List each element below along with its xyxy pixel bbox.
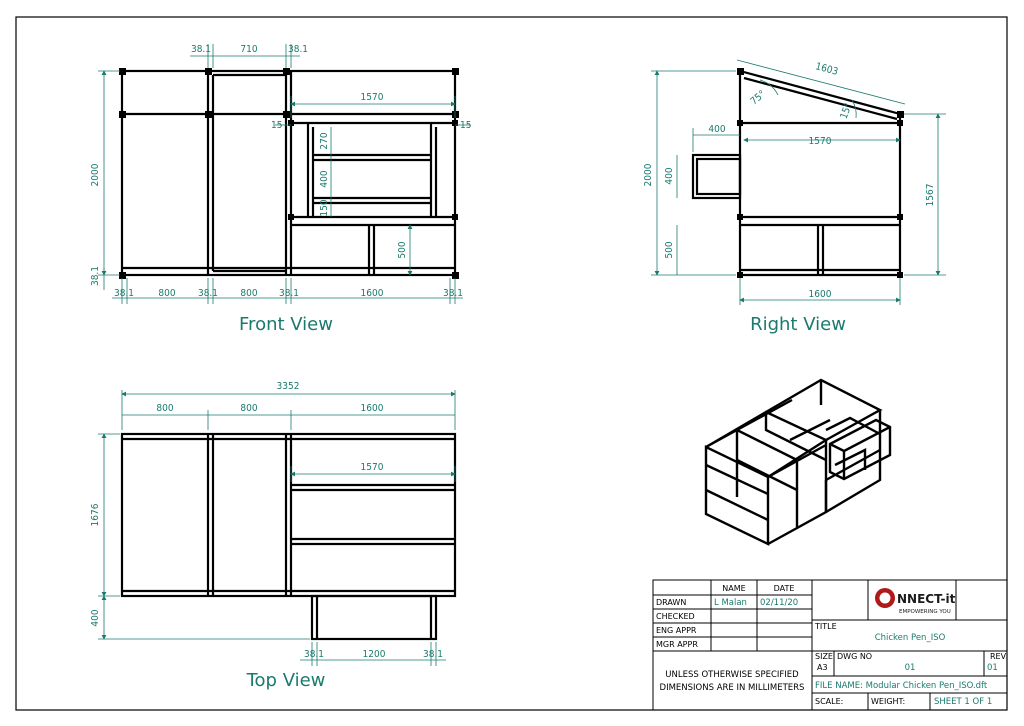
dim-front-t2: 710	[240, 44, 257, 55]
dim-top-1600: 1600	[361, 403, 384, 414]
right-view-frame	[691, 69, 902, 277]
dim-front-400: 400	[319, 170, 330, 187]
dim-right-1567: 1567	[925, 184, 936, 207]
dim-top-1200: 1200	[363, 649, 386, 660]
front-view-joints	[119, 68, 459, 279]
tb-title-value: Chicken Pen_ISO	[875, 633, 946, 643]
logo-tagline: EMPOWERING YOU	[899, 609, 951, 615]
tb-file-name: FILE NAME: Modular Chicken Pen_ISO.dft	[815, 681, 988, 691]
right-view-dimension-lines	[651, 59, 946, 305]
tb-note-line1: UNLESS OTHERWISE SPECIFIED	[665, 670, 799, 680]
tb-sheet-label: SHEET 1 OF 1	[934, 697, 992, 707]
dim-top-381a: 38.1	[304, 649, 324, 660]
dim-front-b3: 38.1	[198, 288, 218, 299]
front-view-dimension-lines	[98, 44, 470, 304]
dim-top-3352: 3352	[277, 381, 300, 392]
tb-title-label: TITLE	[814, 622, 837, 631]
tb-rev-label: REV	[990, 652, 1007, 661]
dim-front-b5: 38.1	[279, 288, 299, 299]
tb-rev-value: 01	[987, 663, 998, 673]
dim-top-1676: 1676	[90, 503, 101, 526]
tb-dwg-label: DWG NO	[837, 652, 872, 661]
dim-front-150: 150	[319, 199, 330, 216]
dim-front-b7: 38.1	[443, 288, 463, 299]
dim-top-800b: 800	[240, 403, 257, 414]
dim-top-381b: 38.1	[423, 649, 443, 660]
title-block: NAME DATE DRAWN L Malan 02/11/20 CHECKED…	[652, 579, 1008, 711]
top-view-dimension-lines	[98, 390, 456, 666]
dim-front-b1: 38.1	[114, 288, 134, 299]
tb-dwg-value: 01	[905, 663, 916, 673]
tb-row-checked-label: CHECKED	[656, 612, 695, 621]
dim-right-2000: 2000	[643, 163, 654, 186]
dim-top-400: 400	[90, 609, 101, 626]
dim-front-t1: 38.1	[191, 44, 211, 55]
dim-right-1570: 1570	[809, 136, 832, 147]
logo-letter: C	[881, 594, 888, 605]
top-view-label: Top View	[246, 670, 326, 691]
sheet-border	[15, 16, 1008, 711]
top-view-frame	[120, 432, 457, 641]
dim-front-b6: 1600	[361, 288, 384, 299]
dim-right-h400: 400	[664, 167, 675, 184]
dim-front-left-381: 38.1	[90, 266, 101, 286]
dim-front-2000: 2000	[90, 163, 101, 186]
dim-front-270: 270	[319, 132, 330, 149]
dim-right-1603: 1603	[814, 61, 839, 78]
tb-size-label: SIZE	[815, 652, 833, 661]
tb-note-line2: DIMENSIONS ARE IN MILLIMETERS	[660, 683, 805, 693]
tb-weight-label: WEIGHT:	[871, 697, 905, 706]
company-logo: C NNECT-it EMPOWERING YOU	[875, 588, 956, 615]
right-view-joints	[737, 68, 904, 278]
dim-front-15b: 15	[460, 120, 471, 131]
top-view: 3352 800 800 1600 1570 1676 400 38.1 120…	[90, 381, 457, 691]
front-view-label: Front View	[239, 314, 333, 335]
dim-right-400: 400	[708, 124, 725, 135]
dim-right-15deg: 15°	[839, 102, 855, 121]
logo-text: NNECT-it	[897, 592, 956, 606]
tb-row-mgr-label: MGR APPR	[656, 640, 698, 649]
tb-row-drawn-date: 02/11/20	[760, 598, 798, 608]
dim-right-1600: 1600	[809, 289, 832, 300]
right-view: 1603 75° 15° 400 1570 2000 400 500 1567 …	[643, 59, 946, 335]
dim-right-75deg: 75°	[749, 89, 768, 108]
tb-row-eng-label: ENG APPR	[656, 626, 697, 635]
isometric-view	[704, 378, 892, 546]
front-view: 38.1 710 38.1 1570 2000 38.1 15 15 270 4…	[90, 44, 471, 335]
tb-size-value: A3	[817, 663, 828, 672]
dim-front-1570: 1570	[361, 92, 384, 103]
dim-front-b4: 800	[240, 288, 257, 299]
front-view-frame	[120, 69, 457, 277]
dim-front-15a: 15	[271, 120, 282, 131]
tb-row-drawn-name: L Malan	[714, 598, 747, 608]
right-view-label: Right View	[750, 314, 846, 335]
dim-top-1570: 1570	[361, 462, 384, 473]
tb-header-name: NAME	[722, 584, 745, 593]
tb-row-drawn-label: DRAWN	[656, 598, 686, 607]
tb-scale-label: SCALE:	[815, 697, 843, 706]
dim-top-800a: 800	[156, 403, 173, 414]
dim-front-500: 500	[397, 241, 408, 258]
tb-header-date: DATE	[774, 584, 795, 593]
dim-right-500: 500	[664, 241, 675, 258]
dim-front-t3: 38.1	[288, 44, 308, 55]
dim-front-b2: 800	[158, 288, 175, 299]
